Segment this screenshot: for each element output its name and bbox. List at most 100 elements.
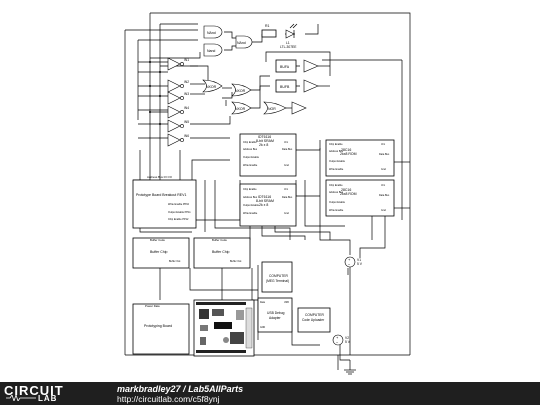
svg-text:Write Enable: Write Enable [329,209,344,212]
gate-and-1-label: NAnd [207,31,216,35]
sram-chip-bottom: IDT6116 8-bit SRAM 2k x 8 Chip Enable Ad… [239,183,297,227]
svg-text:+: + [336,335,339,340]
computer-terminal-line1: COMPUTER [269,274,288,278]
svg-text:Gnd: Gnd [381,209,386,212]
author-link[interactable]: markbradley27 [117,384,181,394]
svg-text:Data Bus: Data Bus [379,153,390,156]
voltage-source-v2: + − V2 5 V [332,334,351,346]
svg-text:GND: GND [260,327,265,329]
gate-xor-1-label: NXOR [206,85,217,89]
svg-text:Data: Data [260,301,266,304]
inverter-2 [167,79,181,93]
prototyping-board-pins: Power Data [145,304,160,308]
inverter-3 [167,91,181,105]
buffer-b-label: BUFB [280,85,290,89]
project-url-link[interactable]: http://circuitlab.com/c5f8ynj [117,394,220,404]
sram-bottom-line2: 8-bit SRAM [256,199,274,203]
computer-code-line2: Code Uploader [302,318,325,322]
svg-text:Chip Enable: Chip Enable [329,184,343,187]
amp-triangle-3 [291,101,307,115]
amp-triangle-1 [303,59,319,73]
gate-nor-label: NOR [268,107,276,111]
svg-text:USB: USB [284,302,289,304]
computer-terminal: COMPUTER (MEG Terminal) [261,261,293,293]
inverter-label-3: IN3 [184,92,189,96]
svg-text:Write Enable PP10: Write Enable PP10 [168,203,190,206]
vsource-2-value: 5 V [345,340,351,344]
amp-triangle-2 [303,79,319,93]
gate-and-3: NAnd [235,35,253,49]
svg-text:Data Bus: Data Bus [379,194,390,197]
proto-breakout-pins: Address Bus I/O I/O [147,175,173,179]
gate-and-3-label: NAnd [237,41,246,45]
svg-text:−: − [348,262,351,267]
sram-top-line2: 8-bit SRAM [256,139,274,143]
sram-top-line3: 2k x 8 [259,143,268,147]
svg-text:Output Enable: Output Enable [243,204,260,207]
prototype-breakout-board: Address Bus I/O I/O Prototype Board Brea… [132,175,197,229]
resistor-r1: R1 [261,24,277,38]
svg-text:Address Bus: Address Bus [329,150,344,153]
inverter-6 [167,133,181,147]
eeprom-chip-top: 28C16 2kx8 ROM Chip Enable Address Bus O… [325,139,395,177]
microcontroller-board-image [193,299,255,357]
svg-text:Chip Enable: Chip Enable [243,141,257,144]
bus-wires [124,12,411,370]
inverter-label-5: IN5 [184,120,189,124]
title-separator: / [180,384,189,394]
proto-breakout-title: Prototype Board Breakout REV1 [136,193,186,197]
svg-text:Gnd: Gnd [284,212,289,215]
svg-text:Chip Enable PP12: Chip Enable PP12 [168,218,189,221]
vsource-1-name: V1 [357,258,361,262]
led-name: L1 [286,41,290,45]
svg-text:+: + [348,257,351,262]
circuitlab-logo-top[interactable]: CIRCUIT [4,383,64,398]
svg-text:Gnd: Gnd [284,164,289,167]
gate-and-2: Nand [203,43,223,57]
svg-text:Address Bus: Address Bus [243,196,258,199]
computer-terminal-line2: (MEG Terminal) [266,279,289,283]
gate-xor-2-label: NXOR [235,89,246,93]
svg-text:Buffer Out: Buffer Out [230,260,242,263]
svg-text:Chip Enable: Chip Enable [243,188,257,191]
circuitlab-logo-bottom: LAB [38,394,58,403]
inverter-4 [167,105,181,119]
buffer-right-pin: Buffer Code [212,238,227,242]
vsource-2-name: V2 [345,336,349,340]
svg-text:Vcc: Vcc [381,143,386,146]
gate-and-2-label: Nand [207,49,215,53]
svg-text:−: − [336,340,339,345]
inverter-label-6: IN6 [184,134,189,138]
svg-text:Buffer Out: Buffer Out [169,260,181,263]
eeprom-top-line1: 28C16 [341,148,351,152]
buffer-chip-left: Buffer Code Buffer Chip Buffer Out [132,237,190,269]
vsource-1-value: 5 V [357,262,363,266]
sram-bottom-line1: IDT6116 [258,195,271,199]
buffer-chip-right: Buffer Code Buffer Chip Buffer Out [193,237,251,269]
gate-xor-3-label: NXOR [235,107,246,111]
gate-wires [138,24,331,139]
computer-code-line1: COMPUTER [305,313,324,317]
gate-and-1: NAnd [203,25,223,39]
buffer-b: BUFB [275,79,297,93]
svg-text:Address Bus: Address Bus [329,191,344,194]
inverter-5 [167,119,181,133]
gate-xor-3: NXOR [231,101,252,115]
buffer-left-pin: Buffer Code [150,238,165,242]
usb-debug-line1: USB Debug [267,311,285,315]
svg-text:Write Enable: Write Enable [329,168,344,171]
buffer-a: BUFA [275,59,297,73]
inverter-column: IN1 IN2 IN3 IN4 IN5 IN6 [149,57,189,147]
footer-title: markbradley27 / Lab5AllParts [117,384,243,394]
resistor-label: R1 [265,24,270,28]
project-name[interactable]: Lab5AllParts [188,384,244,394]
buffer-right-title: Buffer Chip [212,250,229,254]
svg-text:Address Bus: Address Bus [243,148,258,151]
svg-text:Output Enable: Output Enable [329,201,346,204]
svg-text:Data Bus: Data Bus [282,196,293,199]
buffer-left-title: Buffer Chip [150,250,167,254]
logo-wave-icon [6,395,36,401]
gate-xor-2: NXOR [231,83,252,97]
svg-text:Data Bus: Data Bus [282,148,293,151]
svg-text:Write Enable: Write Enable [243,212,258,215]
